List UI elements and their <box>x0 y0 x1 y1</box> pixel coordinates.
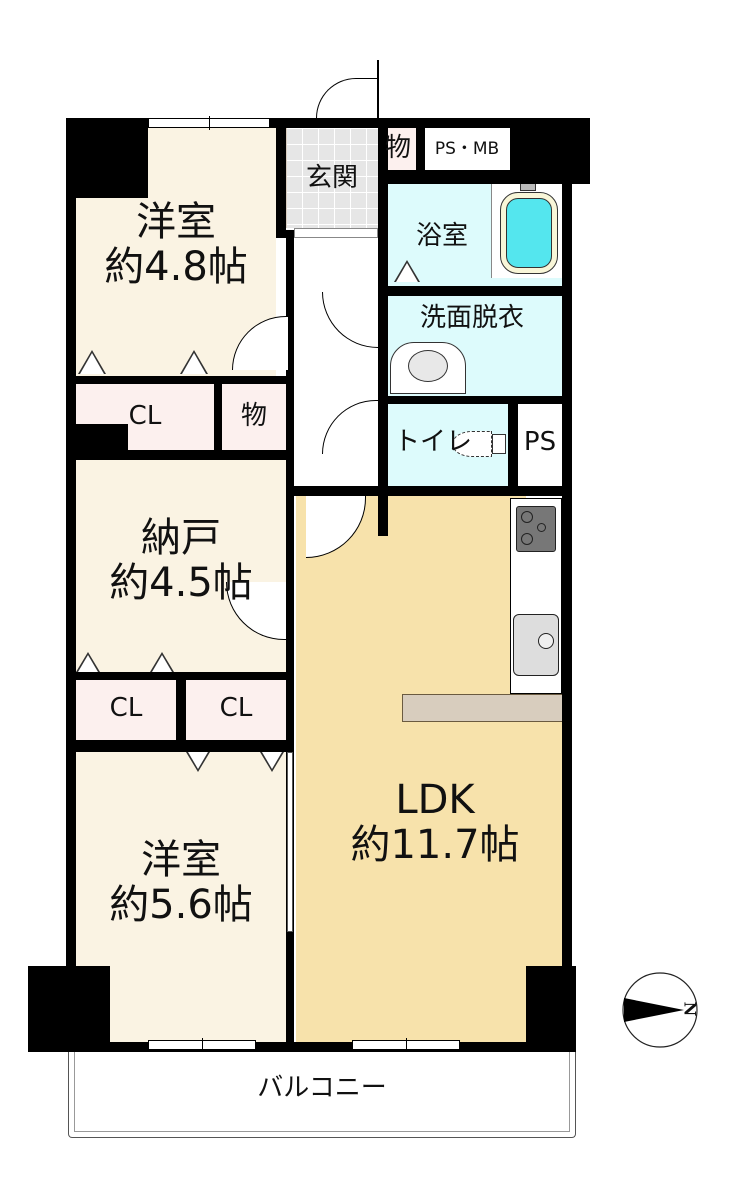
balcony <box>68 1050 576 1138</box>
pillar-top-left <box>66 118 148 198</box>
wall-cl1-divider <box>214 376 222 460</box>
western-room-1-label: 洋室 約4.8帖 <box>76 200 276 290</box>
wall-toilet-ps <box>508 396 518 496</box>
balcony-label: バルコニー <box>257 1073 387 1103</box>
toilet-tank <box>492 434 506 454</box>
room-area: 約4.5帖 <box>109 559 253 606</box>
storage-room <box>76 460 286 672</box>
entrance-label: 玄関 <box>305 163 358 193</box>
stove-icon <box>516 506 556 552</box>
ldk-room <box>296 496 526 1042</box>
storage-room-label: 納戸 約4.5帖 <box>76 516 286 606</box>
wall-ldk-top <box>286 486 572 496</box>
wall-cl2-divider <box>176 672 186 752</box>
ldk-label: LDK 約11.7帖 <box>300 778 570 868</box>
room-area: 約5.6帖 <box>109 881 253 928</box>
outer-wall-top-right <box>270 118 590 128</box>
closet-3 <box>186 680 286 740</box>
washbasin-bowl <box>408 350 448 382</box>
entrance <box>286 128 378 228</box>
hallway <box>292 230 382 496</box>
sink-icon <box>513 614 559 676</box>
room-area: 約4.8帖 <box>104 243 248 290</box>
wall-hall-left <box>286 230 294 1042</box>
outer-wall-left <box>66 118 76 978</box>
wall-bath-bottom <box>378 286 572 296</box>
wall-entrance-left <box>276 118 286 238</box>
wall-bath-top <box>378 170 572 184</box>
mono-storage-mid <box>222 384 286 450</box>
room-name: LDK <box>395 777 475 823</box>
toilet-label: トイレ <box>394 427 473 457</box>
window-ldk <box>352 1038 460 1052</box>
wall-cl1-top <box>66 376 294 384</box>
ps-shaft <box>518 404 562 486</box>
compass: N <box>620 970 700 1050</box>
mono-top-label: 物 <box>384 133 411 163</box>
bathtub-faucet <box>520 183 536 191</box>
bathtub-water <box>506 198 552 268</box>
pillar-bottom-left <box>28 966 110 1050</box>
wall-wash-bottom <box>378 396 572 404</box>
outer-wall-bottom <box>28 1042 576 1052</box>
room-name: 洋室 <box>136 199 216 245</box>
ps-label: PS <box>523 427 557 457</box>
ldk-room-ext <box>520 700 562 970</box>
wall-cl1-bottom <box>66 450 294 460</box>
closet-1-label: CL <box>128 401 162 431</box>
ps-mb-label: PS・MB <box>434 139 500 159</box>
closet-3-label: CL <box>219 693 253 723</box>
sliding-partition <box>287 752 293 932</box>
entrance-sill <box>294 228 378 238</box>
window-western-2 <box>148 1038 256 1052</box>
closet-2 <box>76 680 176 740</box>
western-room-2 <box>76 752 286 1042</box>
kitchen-island-counter <box>402 694 564 722</box>
compass-icon <box>622 972 698 1048</box>
front-door[interactable] <box>316 78 378 118</box>
room-area: 約11.7帖 <box>350 821 520 868</box>
wall-hall-right <box>378 118 388 536</box>
window-western-1 <box>148 116 270 130</box>
mono-mid-label: 物 <box>240 401 267 431</box>
room-name: 洋室 <box>141 837 221 883</box>
outer-wall-right <box>562 118 572 1050</box>
compass-north-label: N <box>680 1001 700 1017</box>
ps-mb-shaft <box>425 128 509 170</box>
bathroom-label: 浴室 <box>415 221 468 251</box>
closet-2-label: CL <box>109 693 143 723</box>
wall-mono-top <box>416 118 425 178</box>
room-name: 納戸 <box>141 515 221 561</box>
toilet-bowl <box>452 431 492 457</box>
washroom-label: 洗面脱衣 <box>419 303 524 333</box>
western-room-2-label: 洋室 約5.6帖 <box>76 838 286 928</box>
